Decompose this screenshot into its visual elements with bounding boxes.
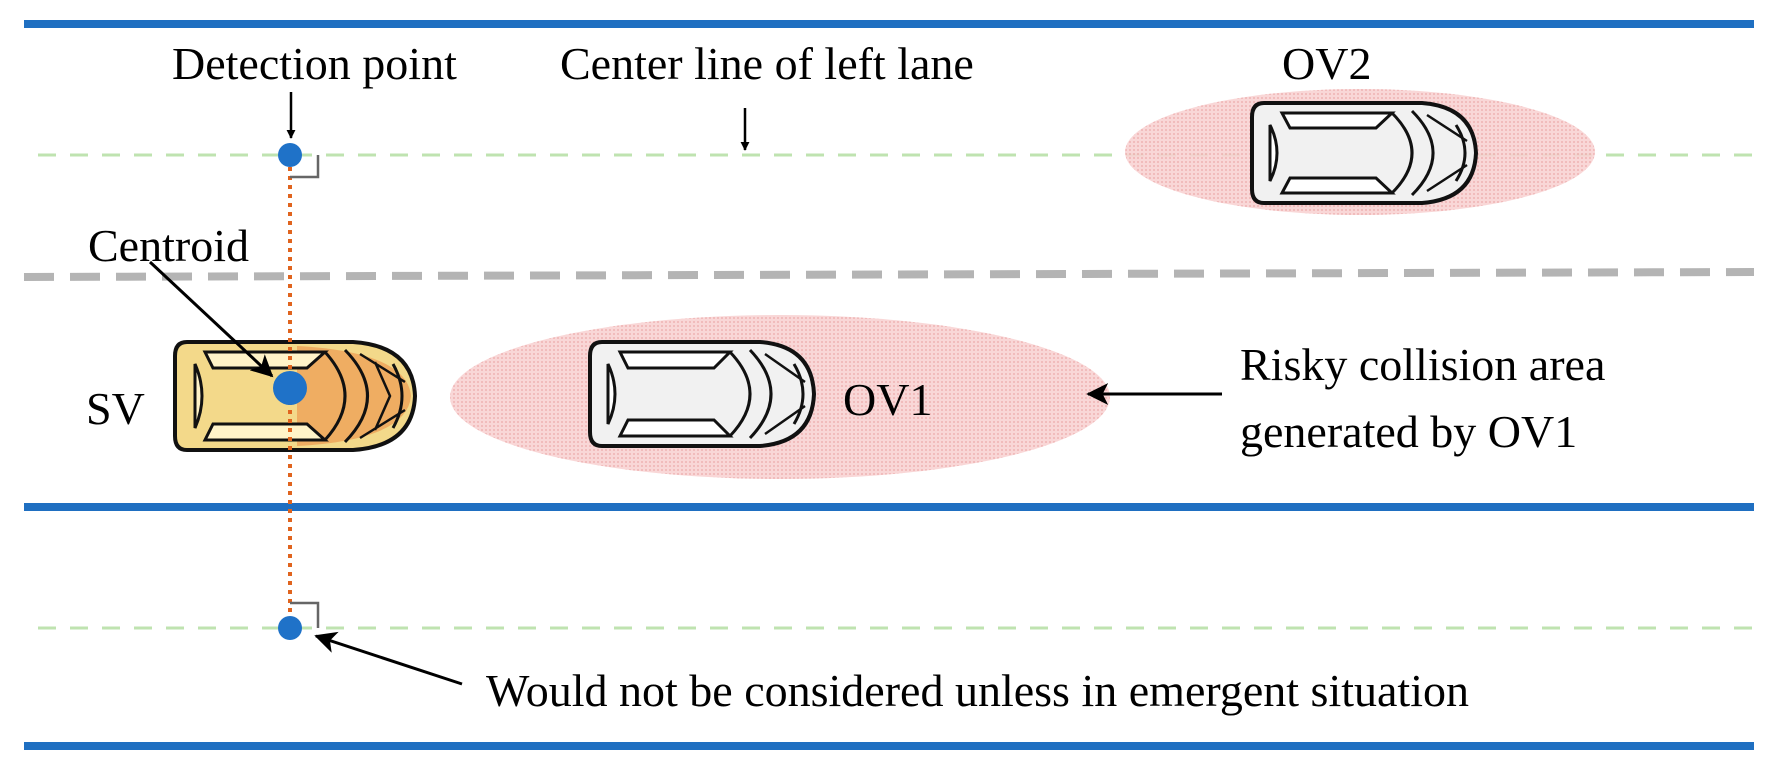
ov2-label: OV2 — [1282, 38, 1371, 89]
center-line-label: Center line of left lane — [560, 38, 974, 89]
right-angle-marker-bottom — [290, 601, 320, 628]
risk-area-label-line1: Risky collision area — [1240, 339, 1605, 390]
road-edge-bottom — [24, 742, 1754, 750]
other-vehicle-ov2 — [1250, 101, 1479, 205]
sv-label: SV — [86, 383, 145, 434]
right-angle-marker-top — [290, 155, 320, 179]
ov1-label: OV1 — [843, 374, 932, 425]
emergent-arrow — [314, 631, 463, 686]
lower-lane-point — [278, 616, 302, 640]
detection-point-label: Detection point — [172, 38, 457, 89]
other-vehicle-ov1 — [588, 340, 817, 448]
centroid-arrow — [148, 260, 274, 378]
road-edge-middle — [24, 503, 1754, 511]
road-edge-top — [24, 20, 1754, 28]
lane-divider — [23, 268, 1755, 281]
detection-point — [278, 143, 302, 167]
risk-area-label-line2: generated by OV1 — [1240, 406, 1577, 457]
centroid-label: Centroid — [88, 220, 249, 271]
centroid-point — [273, 371, 307, 405]
emergent-label: Would not be considered unless in emerge… — [486, 665, 1469, 716]
